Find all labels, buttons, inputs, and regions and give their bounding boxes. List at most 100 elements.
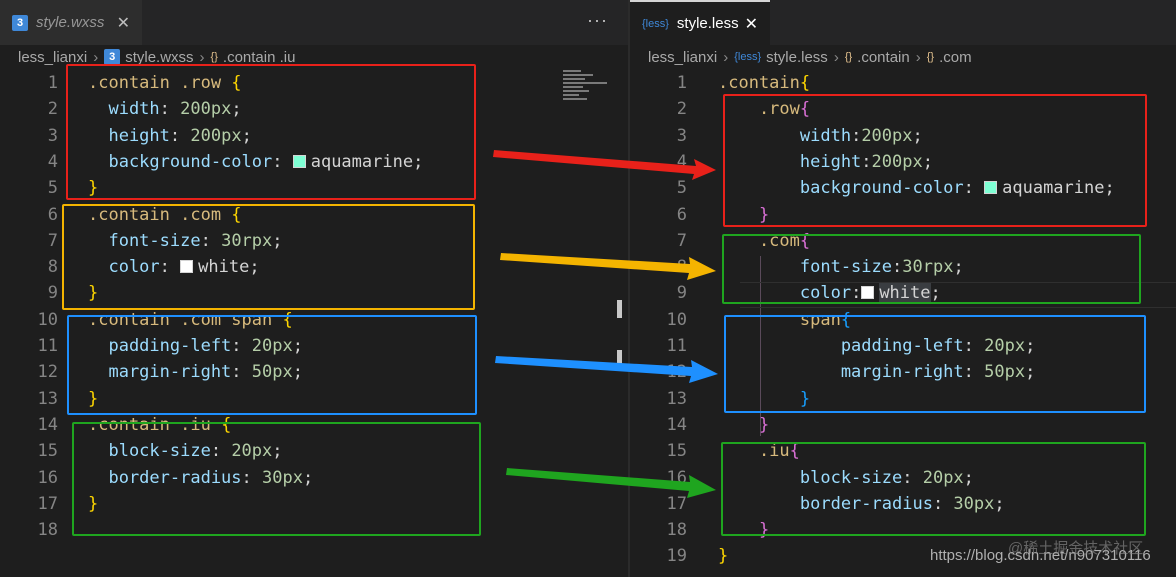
pane-divider[interactable]	[628, 0, 630, 577]
code-line[interactable]: 10 span{	[630, 307, 1176, 333]
code-line[interactable]: 12 margin-right: 50px;	[0, 359, 628, 385]
code-text: }	[88, 175, 98, 201]
code-token: :	[963, 336, 985, 356]
close-icon[interactable]: ✕	[744, 15, 758, 33]
breadcrumb-file[interactable]: style.less	[766, 48, 828, 66]
code-line[interactable]: 2 width: 200px;	[0, 96, 628, 122]
code-line[interactable]: 11 padding-left: 20px;	[630, 333, 1176, 359]
code-text: height:200px;	[718, 149, 933, 175]
breadcrumb-symbol[interactable]: .contain	[857, 48, 910, 66]
code-text: }	[718, 517, 769, 543]
code-line[interactable]: 13}	[0, 386, 628, 412]
breadcrumb-folder[interactable]: less_lianxi	[648, 48, 718, 66]
code-text: .row{	[718, 96, 810, 122]
breadcrumb-symbol[interactable]: .contain .iu	[222, 48, 296, 66]
code-line[interactable]: 7 font-size: 30rpx;	[0, 228, 628, 254]
code-token: ;	[930, 283, 941, 304]
line-number: 17	[666, 493, 687, 514]
code-line[interactable]: 6 }	[630, 202, 1176, 228]
code-line[interactable]: 3 height: 200px;	[0, 123, 628, 149]
code-line[interactable]: 1.contain .row {	[0, 70, 628, 96]
code-token: :	[892, 257, 903, 278]
breadcrumb-file[interactable]: style.wxss	[125, 48, 194, 66]
code-token: 30px	[953, 493, 995, 514]
code-line[interactable]: 15 block-size: 20px;	[0, 438, 628, 464]
code-line[interactable]: 5}	[0, 175, 628, 201]
code-line[interactable]: 10.contain .com span {	[0, 307, 628, 333]
line-number: 11	[666, 336, 687, 356]
code-token: :	[932, 493, 954, 514]
line-number: 8	[47, 257, 58, 278]
indent-guide	[760, 256, 761, 436]
code-line[interactable]: 15 .iu{	[630, 438, 1176, 464]
tab-style-less[interactable]: {less} style.less ✕	[630, 0, 770, 45]
code-token: :	[902, 467, 923, 488]
line-number: 15	[37, 441, 58, 462]
color-swatch[interactable]	[984, 181, 998, 195]
code-line[interactable]: 17}	[0, 491, 628, 517]
code-token: 20px	[251, 336, 293, 356]
code-line[interactable]: 19}	[630, 543, 1176, 569]
scrollbar-marker	[617, 350, 622, 368]
code-token: :	[169, 125, 191, 146]
code-line[interactable]: 9 color:white;	[630, 280, 1176, 306]
code-text: }	[718, 386, 810, 412]
code-text: .contain .com span {	[88, 307, 293, 333]
code-line[interactable]: 18 }	[630, 517, 1176, 543]
code-token: :	[231, 362, 252, 383]
line-number: 15	[666, 441, 687, 462]
code-text: padding-left: 20px;	[88, 333, 303, 359]
code-token: :	[241, 467, 263, 488]
code-line[interactable]: 14.contain .iu {	[0, 412, 628, 438]
code-token: :	[200, 230, 222, 251]
code-text: }	[718, 202, 769, 228]
annotation-box-green	[722, 234, 1141, 304]
code-token: 20px	[984, 336, 1026, 356]
code-token: block-size	[88, 441, 211, 462]
code-line[interactable]: 16 border-radius: 30px;	[0, 465, 628, 491]
breadcrumb-folder[interactable]: less_lianxi	[18, 48, 88, 66]
line-number: 16	[37, 467, 58, 488]
code-line[interactable]: 4 background-color: aquamarine;	[0, 149, 628, 175]
tab-title: style.less	[676, 15, 739, 32]
close-icon[interactable]: ✕	[116, 14, 130, 32]
code-text: width:200px;	[718, 123, 923, 149]
code-line[interactable]: 17 border-radius: 30px;	[630, 491, 1176, 517]
color-swatch[interactable]	[861, 286, 875, 300]
color-swatch[interactable]	[180, 260, 194, 274]
line-number: 8	[676, 257, 687, 278]
breadcrumb-symbol[interactable]: .com	[939, 48, 972, 66]
code-text: background-color: aquamarine;	[88, 149, 423, 175]
color-swatch[interactable]	[292, 154, 306, 168]
line-number: 7	[47, 230, 58, 251]
code-token: .contain .iu	[88, 414, 222, 435]
code-line[interactable]: 5 background-color: aquamarine;	[630, 175, 1176, 201]
code-line[interactable]: 2 .row{	[630, 96, 1176, 122]
code-line[interactable]: 14 }	[630, 412, 1176, 438]
code-line[interactable]: 9}	[0, 280, 628, 306]
less-file-icon: {less}	[642, 17, 669, 30]
code-line[interactable]: 3 width:200px;	[630, 123, 1176, 149]
code-line[interactable]: 8 color: white;	[0, 254, 628, 280]
tab-style-wxss[interactable]: 3 style.wxss ✕	[0, 0, 142, 45]
minimap[interactable]	[563, 70, 613, 106]
code-line[interactable]: 18	[0, 517, 628, 543]
code-token: ;	[292, 336, 303, 356]
code-token: ;	[963, 467, 974, 488]
left-tab-bar: 3 style.wxss ✕ ···	[0, 0, 628, 45]
code-token: ;	[922, 151, 933, 172]
code-token: border-radius	[88, 467, 242, 488]
more-actions-button[interactable]: ···	[587, 10, 608, 30]
code-text: color: white;	[88, 254, 259, 280]
line-number: 12	[666, 362, 687, 383]
code-line[interactable]: 11 padding-left: 20px;	[0, 333, 628, 359]
scrollbar-thumb[interactable]	[617, 300, 622, 318]
code-token: .row	[718, 99, 800, 120]
line-number: 9	[676, 283, 687, 304]
code-line[interactable]: 6.contain .com {	[0, 202, 628, 228]
code-line[interactable]: 13 }	[630, 386, 1176, 412]
code-token: .contain	[718, 73, 800, 93]
left-editor-pane: 3 style.wxss ✕ ··· less_lianxi › 3 style…	[0, 0, 628, 577]
code-line[interactable]: 1.contain{	[630, 70, 1176, 96]
scrollbar[interactable]	[612, 70, 626, 577]
